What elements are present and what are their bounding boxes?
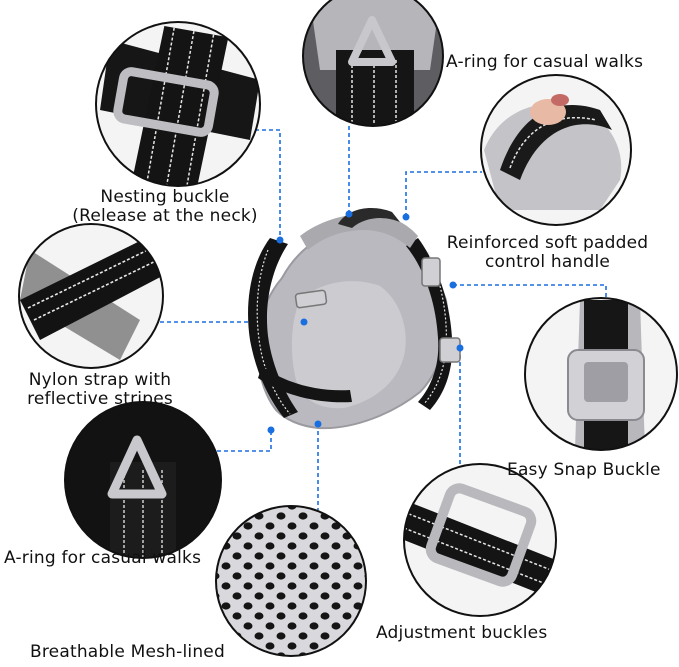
label-nesting-buckle-sub: (Release at the neck) [72,206,258,226]
handle-detail [480,74,632,226]
harness-product-image [248,208,464,434]
harness-handle [338,208,400,228]
harness-buckle-right [421,257,441,287]
label-adjustment: Adjustment buckles [376,623,548,643]
a-ring-bottom-detail [64,401,222,559]
harness-markers [267,210,464,434]
harness-buckle-lower-right [439,337,461,363]
label-nesting-buckle: Nesting buckle [100,187,230,207]
label-handle: Reinforced soft padded [446,233,649,253]
label-handle-sub: control handle [484,252,611,272]
label-snap-buckle: Easy Snap Buckle [507,460,661,480]
label-mesh: Breathable Mesh-lined [30,642,225,662]
harness-chest-strap [258,366,352,403]
label-a-ring-top: A-ring for casual walks [446,52,644,72]
snap-buckle-detail [524,297,678,451]
leader-handle [405,171,482,217]
nesting-buckle-detail [95,21,261,187]
leader-a-ring-bottom [212,431,272,452]
adjustment-buckle-detail [403,463,557,617]
label-nylon-sub: reflective stripes [27,389,173,409]
mesh-detail [215,505,367,657]
label-a-ring-bottom: A-ring for casual walks [4,548,202,568]
harness-buckle-left [294,289,328,309]
a-ring-top-detail [302,0,444,127]
leader-nesting-buckle [248,129,281,238]
harness-right-strap [406,238,453,410]
nylon-strap-detail [18,223,164,369]
label-nylon: Nylon strap with [28,370,172,390]
